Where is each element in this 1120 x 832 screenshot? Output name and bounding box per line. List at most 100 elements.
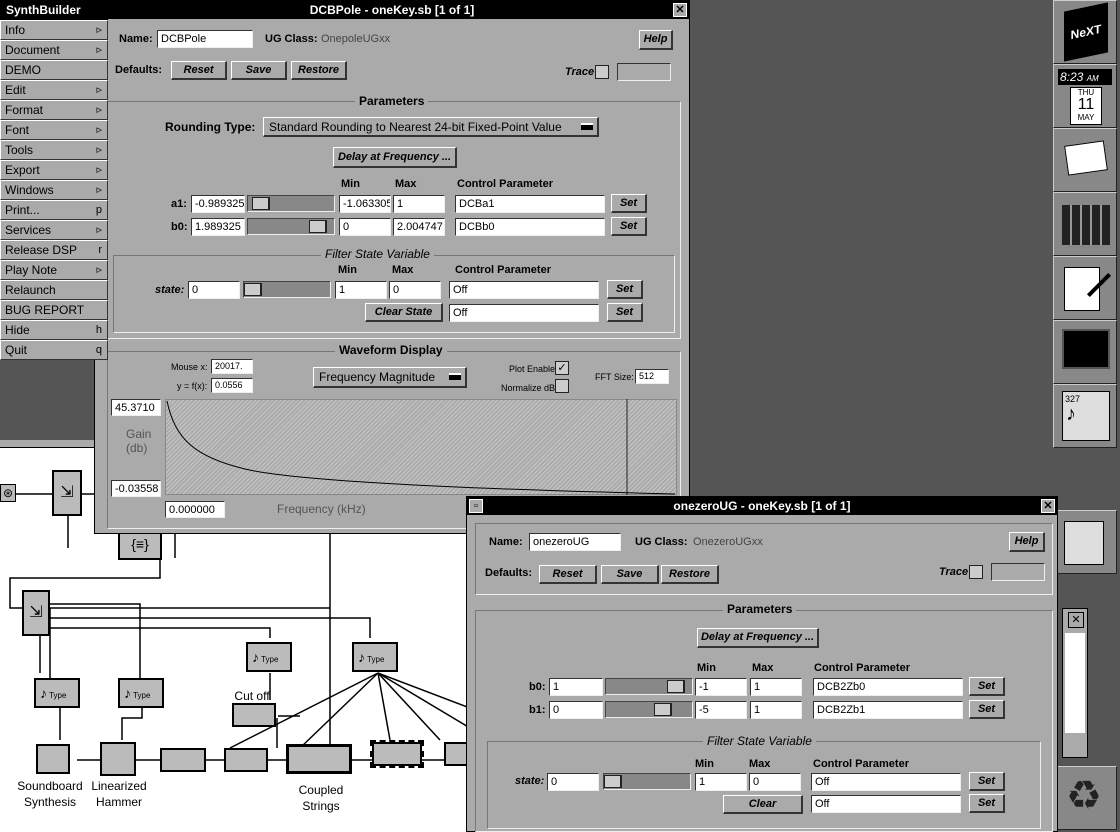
slider-knob[interactable] bbox=[604, 775, 622, 788]
param-value-field[interactable]: 0 bbox=[549, 701, 603, 719]
menu-item[interactable]: Format▹ bbox=[0, 100, 108, 120]
trace-field[interactable] bbox=[991, 563, 1045, 581]
param-max-field[interactable]: 1 bbox=[750, 678, 802, 696]
patch-splitter-node-2[interactable]: ⇲ bbox=[22, 590, 50, 636]
menu-item[interactable]: Document▹ bbox=[0, 40, 108, 60]
param-slider[interactable] bbox=[605, 678, 693, 695]
clear-button[interactable]: Clear bbox=[723, 795, 803, 814]
patch-splitter-node[interactable]: ⇲ bbox=[52, 470, 82, 516]
slider-knob[interactable] bbox=[654, 703, 672, 716]
reset-button[interactable]: Reset bbox=[171, 61, 227, 80]
clear-cp-field[interactable]: Off bbox=[449, 304, 599, 322]
plot-enable-checkbox[interactable]: ✓ bbox=[555, 361, 569, 375]
rounding-popup[interactable]: Standard Rounding to Nearest 24-bit Fixe… bbox=[263, 117, 599, 137]
type-node-1[interactable]: ♪ Type bbox=[34, 678, 80, 708]
control-parameter-field[interactable]: DCBa1 bbox=[455, 195, 605, 213]
menu-item[interactable]: Services▹ bbox=[0, 220, 108, 240]
menu-item[interactable]: Relaunch bbox=[0, 280, 108, 300]
name-field[interactable]: DCBPole bbox=[157, 30, 253, 48]
state-set-button[interactable]: Set bbox=[607, 280, 643, 299]
state-max-field[interactable]: 0 bbox=[389, 281, 441, 299]
set-button[interactable]: Set bbox=[611, 194, 647, 213]
menu-item[interactable]: Print...p bbox=[0, 200, 108, 220]
save-button[interactable]: Save bbox=[601, 565, 659, 584]
help-button[interactable]: Help bbox=[639, 30, 673, 50]
menu-item[interactable]: Edit▹ bbox=[0, 80, 108, 100]
onezero-inspector-window[interactable]: ▫ onezeroUG - oneKey.sb [1 of 1] ✕ Name:… bbox=[466, 496, 1058, 832]
dcbpole-inspector-window[interactable]: DCBPole - oneKey.sb [1 of 1] ✕ Name: DCB… bbox=[94, 0, 690, 534]
param-value-field[interactable]: -0.989325 bbox=[191, 195, 245, 213]
menu-item[interactable]: DEMO bbox=[0, 60, 108, 80]
param-min-field[interactable]: -1 bbox=[695, 678, 747, 696]
reset-button[interactable]: Reset bbox=[539, 565, 597, 584]
state-cp-field[interactable]: Off bbox=[449, 281, 599, 299]
save-button[interactable]: Save bbox=[231, 61, 287, 80]
state-set-button[interactable]: Set bbox=[969, 772, 1005, 791]
menu-item[interactable]: Play Note▹ bbox=[0, 260, 108, 280]
slider-knob[interactable] bbox=[309, 220, 327, 233]
slider-knob[interactable] bbox=[252, 197, 270, 210]
param-max-field[interactable]: 1 bbox=[750, 701, 802, 719]
control-parameter-field[interactable]: DCB2Zb0 bbox=[813, 678, 963, 696]
state-cp-field[interactable]: Off bbox=[811, 773, 961, 791]
filter-node-1[interactable] bbox=[160, 748, 206, 772]
clear-state-button[interactable]: Clear State bbox=[365, 303, 443, 322]
hammer-node[interactable] bbox=[100, 742, 136, 776]
param-min-field[interactable]: -5 bbox=[695, 701, 747, 719]
close-icon[interactable]: ✕ bbox=[1068, 612, 1084, 628]
state-value-field[interactable]: 0 bbox=[188, 281, 240, 299]
slider-knob[interactable] bbox=[667, 680, 685, 693]
clear-cp-field[interactable]: Off bbox=[811, 795, 961, 813]
close-icon[interactable]: ✕ bbox=[673, 3, 687, 17]
cutoff-envelope-node[interactable] bbox=[232, 703, 276, 727]
menu-item[interactable]: BUG REPORT bbox=[0, 300, 108, 320]
state-max-field[interactable]: 0 bbox=[749, 773, 801, 791]
trace-checkbox[interactable] bbox=[969, 565, 983, 579]
menu-item[interactable]: Windows▹ bbox=[0, 180, 108, 200]
edit-icon[interactable] bbox=[1053, 256, 1117, 320]
type-node-2[interactable]: ♪ Type bbox=[118, 678, 164, 708]
clear-set-button[interactable]: Set bbox=[607, 303, 643, 322]
type-node-4[interactable]: ♪ Type bbox=[352, 642, 398, 672]
state-value-field[interactable]: 0 bbox=[547, 773, 599, 791]
param-value-field[interactable]: 1 bbox=[549, 678, 603, 696]
frequency-magnitude-popup[interactable]: Frequency Magnitude bbox=[313, 367, 467, 388]
param-max-field[interactable]: 2.004747 bbox=[393, 218, 445, 236]
menu-item[interactable]: Export▹ bbox=[0, 160, 108, 180]
trace-field[interactable] bbox=[617, 63, 671, 81]
param-slider[interactable] bbox=[247, 218, 335, 235]
waveform-plot[interactable] bbox=[165, 399, 677, 495]
patch-list-node[interactable]: {≡} bbox=[118, 530, 162, 560]
type-node-3[interactable]: ♪ Type bbox=[246, 642, 292, 672]
filter-node-3-selected[interactable] bbox=[370, 740, 424, 768]
next-logo-icon[interactable]: NeXT bbox=[1053, 0, 1117, 64]
fft-size-field[interactable]: 512 bbox=[635, 369, 669, 384]
monitor-icon[interactable] bbox=[1053, 320, 1117, 384]
small-window[interactable]: ✕ bbox=[1062, 608, 1088, 758]
synthbuilder-icon[interactable]: 327♪ bbox=[1053, 384, 1117, 448]
slider-knob[interactable] bbox=[244, 283, 262, 296]
strings-node[interactable] bbox=[286, 744, 352, 774]
draw-tool-icon[interactable] bbox=[1053, 510, 1117, 574]
trace-checkbox[interactable] bbox=[595, 65, 609, 79]
recycler-icon[interactable]: ♻ bbox=[1053, 766, 1117, 830]
title-bar[interactable]: ▫ onezeroUG - oneKey.sb [1 of 1] ✕ bbox=[467, 497, 1057, 515]
control-parameter-field[interactable]: DCB2Zb1 bbox=[813, 701, 963, 719]
filter-node-2[interactable] bbox=[224, 748, 268, 772]
menu-item[interactable]: Tools▹ bbox=[0, 140, 108, 160]
clock-icon[interactable]: 8:23 AM THU 11 MAY bbox=[1053, 64, 1117, 128]
param-slider[interactable] bbox=[247, 195, 335, 212]
library-icon[interactable] bbox=[1053, 192, 1117, 256]
param-max-field[interactable]: 1 bbox=[393, 195, 445, 213]
state-min-field[interactable]: 1 bbox=[335, 281, 387, 299]
param-min-field[interactable]: 0 bbox=[339, 218, 391, 236]
menu-item[interactable]: Font▹ bbox=[0, 120, 108, 140]
name-field[interactable]: onezeroUG bbox=[529, 533, 621, 551]
delay-at-frequency-button[interactable]: Delay at Frequency ... bbox=[697, 628, 819, 648]
state-min-field[interactable]: 1 bbox=[695, 773, 747, 791]
close-icon[interactable]: ✕ bbox=[1041, 499, 1055, 513]
state-slider[interactable] bbox=[603, 773, 691, 790]
